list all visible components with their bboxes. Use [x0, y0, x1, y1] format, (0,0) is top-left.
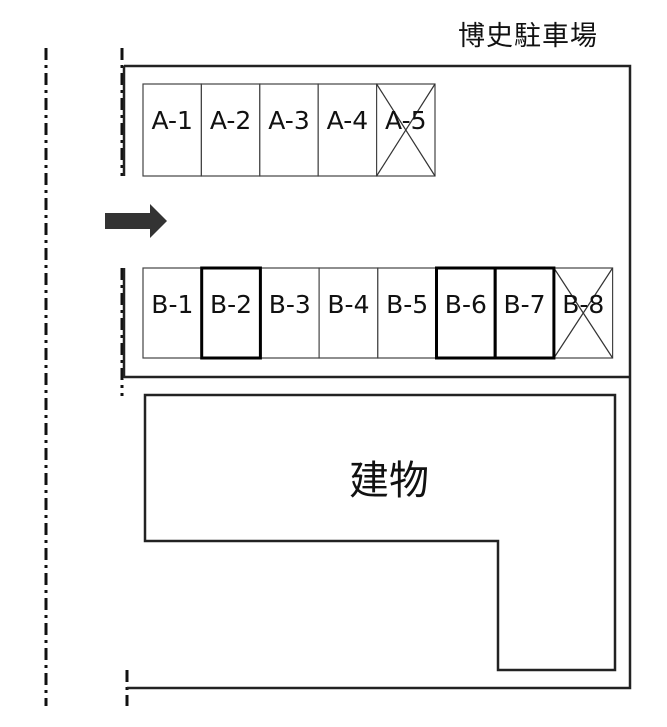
slot-label: B-2 [210, 290, 252, 319]
slot-label: B-3 [269, 290, 311, 319]
building-label: 建物 [349, 458, 429, 504]
building-outline [143, 393, 617, 672]
parking-lot-title: 博史駐車場 [458, 21, 598, 52]
parking-row-a: A-1 A-2 A-3 A-4 A-5 [142, 83, 436, 177]
unavailable-cross-icon [553, 267, 614, 359]
slot-label: A-2 [210, 106, 251, 135]
parking-slot-b-4[interactable]: B-4 [318, 267, 379, 359]
slot-outline [142, 83, 203, 177]
slot-label: A-3 [268, 106, 309, 135]
parking-slot-b-7[interactable]: B-7 [493, 266, 556, 360]
slot-outline [200, 83, 261, 177]
slot-label: A-5 [385, 106, 426, 135]
parking-slot-b-6[interactable]: B-6 [435, 266, 497, 360]
slot-label: A-1 [151, 106, 192, 135]
parking-slot-b-2[interactable]: B-2 [200, 266, 262, 360]
slot-label: B-8 [562, 290, 604, 319]
parking-slot-a-3[interactable]: A-3 [259, 83, 319, 177]
slot-outline [493, 266, 556, 360]
parking-slot-a-4[interactable]: A-4 [317, 83, 378, 177]
building: 建物 [143, 393, 617, 672]
parking-row-b: B-1 B-3 B-4 B-5 B-8 B-2 B-6 B-7 [142, 266, 614, 360]
slot-label: B-5 [386, 290, 428, 319]
slot-outline [259, 83, 319, 177]
slot-outline [377, 267, 438, 359]
slot-outline [318, 267, 379, 359]
slot-label: B-4 [327, 290, 369, 319]
right-arrow-icon [105, 204, 167, 238]
slot-outline [435, 266, 497, 360]
parking-slot-b-8[interactable]: B-8 [553, 267, 614, 359]
parking-slot-b-3[interactable]: B-3 [259, 267, 320, 359]
parking-slot-b-5[interactable]: B-5 [377, 267, 438, 359]
slot-label: B-1 [151, 290, 193, 319]
unavailable-cross-icon [376, 83, 436, 177]
parking-slot-a-2[interactable]: A-2 [200, 83, 261, 177]
slot-label: A-4 [327, 106, 368, 135]
parking-slot-a-5[interactable]: A-5 [376, 83, 436, 177]
slot-outline [200, 266, 262, 360]
parking-slot-b-1[interactable]: B-1 [142, 267, 203, 359]
slot-label: B-7 [504, 290, 546, 319]
parking-slot-a-1[interactable]: A-1 [142, 83, 203, 177]
slot-label: B-6 [445, 290, 487, 319]
